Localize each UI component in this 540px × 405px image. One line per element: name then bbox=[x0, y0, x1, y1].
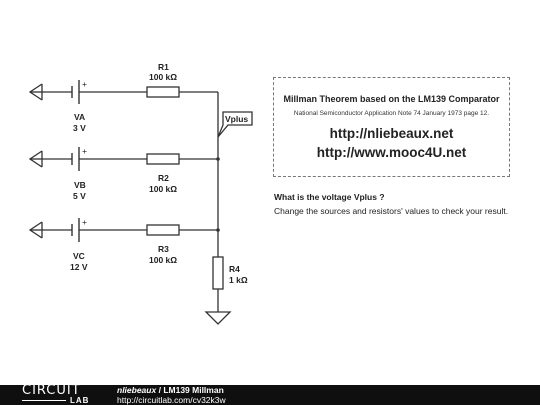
vb-name: VB bbox=[74, 180, 86, 190]
resistor-r2-icon[interactable] bbox=[146, 153, 180, 165]
vc-name: VC bbox=[73, 251, 85, 261]
va-name: VA bbox=[74, 112, 85, 122]
footer-author[interactable]: nliebeaux bbox=[117, 385, 157, 395]
r4-name: R4 bbox=[229, 264, 240, 274]
vc-value: 12 V bbox=[70, 262, 88, 272]
footer-url[interactable]: http://circuitlab.com/cv32k3w bbox=[117, 395, 226, 405]
ground-r4-icon bbox=[204, 311, 232, 325]
logo-circuit-text: CIRCUIT bbox=[22, 383, 81, 398]
r1-value: 100 kΩ bbox=[149, 72, 177, 82]
vplus-probe[interactable]: Vplus bbox=[217, 111, 253, 138]
note-subtitle: National Semiconductor Application Note … bbox=[293, 110, 490, 117]
resistor-r4-icon[interactable] bbox=[212, 256, 224, 290]
r3-value: 100 kΩ bbox=[149, 255, 177, 265]
plus-vb: + bbox=[82, 146, 87, 156]
resistor-r3-icon[interactable] bbox=[146, 224, 180, 236]
question-text: What is the voltage Vplus ? bbox=[274, 192, 385, 202]
info-note: Millman Theorem based on the LM139 Compa… bbox=[273, 77, 510, 177]
footer-credit: nliebeaux / LM139 Millman bbox=[117, 385, 224, 395]
footer-separator: / bbox=[156, 385, 164, 395]
probe-flag-icon bbox=[217, 111, 253, 138]
vb-value: 5 V bbox=[73, 191, 86, 201]
circuit-schematic: + R1 100 kΩ VA 3 V + R2 100 kΩ VB 5 V + bbox=[28, 62, 253, 325]
logo-underline bbox=[22, 400, 66, 401]
r1-name: R1 bbox=[158, 62, 169, 72]
plus-vc: + bbox=[82, 217, 87, 227]
junction-b bbox=[216, 157, 220, 161]
instruction-text: Change the sources and resistors' values… bbox=[274, 206, 509, 216]
note-link-nliebeaux[interactable]: http://nliebeaux.net bbox=[329, 126, 454, 141]
note-title: Millman Theorem based on the LM139 Compa… bbox=[283, 94, 500, 104]
resistor-r1-icon[interactable] bbox=[146, 86, 180, 98]
branch-c: + R3 100 kΩ VC 12 V bbox=[28, 217, 218, 272]
footer-bar: CIRCUIT LAB nliebeaux / LM139 Millman ht… bbox=[0, 383, 540, 405]
r2-name: R2 bbox=[158, 173, 169, 183]
circuitlab-logo[interactable]: CIRCUIT LAB bbox=[22, 383, 102, 405]
note-link-mooc4u[interactable]: http://www.mooc4U.net bbox=[316, 145, 467, 160]
r2-value: 100 kΩ bbox=[149, 184, 177, 194]
logo-lab-text: LAB bbox=[70, 396, 90, 405]
r3-name: R3 bbox=[158, 244, 169, 254]
r4-value: 1 kΩ bbox=[229, 275, 248, 285]
footer-circuit-title[interactable]: LM139 Millman bbox=[163, 385, 224, 395]
branch-a: + R1 100 kΩ VA 3 V bbox=[28, 62, 218, 133]
branch-b: + R2 100 kΩ VB 5 V bbox=[28, 146, 218, 201]
plus-va: + bbox=[82, 79, 87, 89]
vplus-label: Vplus bbox=[225, 114, 248, 124]
va-value: 3 V bbox=[73, 123, 86, 133]
junction-c bbox=[216, 228, 220, 232]
